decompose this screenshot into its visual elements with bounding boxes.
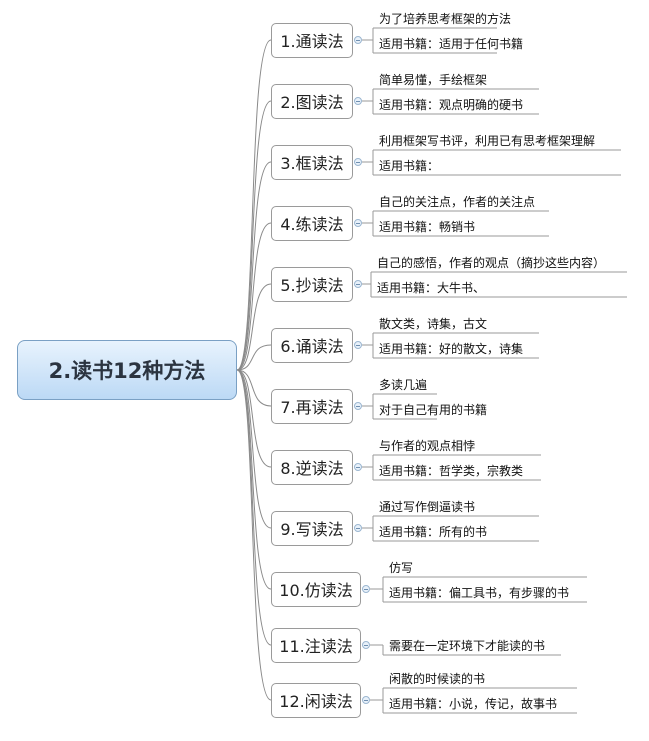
method-topic-6[interactable]: 6.诵读法 xyxy=(271,327,353,363)
root-branch-line xyxy=(236,39,272,371)
collapse-toggle-icon[interactable] xyxy=(354,341,362,349)
collapse-toggle-icon[interactable] xyxy=(354,36,362,44)
method-applicable-books: 适用书籍：哲学类，宗教类 xyxy=(379,464,524,478)
method-applicable-books: 适用书籍：大牛书、 xyxy=(377,281,486,295)
method-topic-11[interactable]: 11.注读法 xyxy=(271,627,361,663)
method-applicable-books: 适用书籍：偏工具书，有步骤的书 xyxy=(389,586,570,600)
collapse-toggle-icon[interactable] xyxy=(362,696,370,704)
method-applicable-books: 适用书籍：所有的书 xyxy=(379,525,488,539)
method-topic-1[interactable]: 1.通读法 xyxy=(271,22,353,58)
root-branch-line xyxy=(236,369,272,468)
method-applicable-books: 适用书籍：小说，传记，故事书 xyxy=(389,697,558,711)
method-topic-7[interactable]: 7.再读法 xyxy=(271,388,353,424)
method-topic-10[interactable]: 10.仿读法 xyxy=(271,571,361,607)
method-description: 需要在一定环境下才能读的书 xyxy=(389,639,546,653)
method-topic-12[interactable]: 12.闲读法 xyxy=(271,682,361,718)
method-topic-4[interactable]: 4.练读法 xyxy=(271,205,353,241)
method-description: 多读几遍 xyxy=(379,378,428,392)
root-branch-line xyxy=(236,369,272,590)
root-branch-line xyxy=(236,161,272,371)
method-description: 闲散的时候读的书 xyxy=(389,672,486,686)
method-description: 简单易懂，手绘框架 xyxy=(379,73,488,87)
method-applicable-books: 适用书籍：畅销书 xyxy=(379,220,476,234)
method-description: 为了培养思考框架的方法 xyxy=(379,12,512,26)
method-description: 通过写作倒逼读书 xyxy=(379,500,476,514)
collapse-toggle-icon[interactable] xyxy=(354,158,362,166)
method-applicable-books: 适用书籍： xyxy=(379,159,440,173)
method-description: 利用框架写书评，利用已有思考框架理解 xyxy=(379,134,596,148)
method-topic-3[interactable]: 3.框读法 xyxy=(271,144,353,180)
collapse-toggle-icon[interactable] xyxy=(354,97,362,105)
root-branch-line xyxy=(236,369,272,529)
method-description: 与作者的观点相悖 xyxy=(379,439,476,453)
method-description: 仿写 xyxy=(389,561,414,575)
root-branch-line xyxy=(236,222,272,371)
collapse-toggle-icon[interactable] xyxy=(354,280,362,288)
method-description: 自己的关注点，作者的关注点 xyxy=(379,195,536,209)
method-topic-8[interactable]: 8.逆读法 xyxy=(271,449,353,485)
method-applicable-books: 适用书籍：好的散文，诗集 xyxy=(379,342,524,356)
root-branch-line xyxy=(236,369,272,407)
collapse-toggle-icon[interactable] xyxy=(362,641,370,649)
root-branch-line xyxy=(236,344,272,371)
root-topic[interactable]: 2.读书12种方法 xyxy=(17,340,237,400)
collapse-toggle-icon[interactable] xyxy=(354,463,362,471)
root-branch-line xyxy=(236,369,272,701)
collapse-toggle-icon[interactable] xyxy=(354,219,362,227)
method-topic-9[interactable]: 9.写读法 xyxy=(271,510,353,546)
method-applicable-books: 适用书籍：观点明确的硬书 xyxy=(379,98,524,112)
method-applicable-books: 对于自己有用的书籍 xyxy=(379,403,488,417)
collapse-toggle-icon[interactable] xyxy=(354,402,362,410)
root-branch-line xyxy=(236,100,272,371)
collapse-toggle-icon[interactable] xyxy=(354,524,362,532)
root-branch-line xyxy=(236,283,272,371)
method-description: 散文类，诗集，古文 xyxy=(379,317,488,331)
method-description: 自己的感悟，作者的观点（摘抄这些内容） xyxy=(377,256,606,270)
method-topic-5[interactable]: 5.抄读法 xyxy=(271,266,353,302)
method-applicable-books: 适用书籍：适用于任何书籍 xyxy=(379,37,524,51)
collapse-toggle-icon[interactable] xyxy=(362,585,370,593)
method-topic-2[interactable]: 2.图读法 xyxy=(271,83,353,119)
